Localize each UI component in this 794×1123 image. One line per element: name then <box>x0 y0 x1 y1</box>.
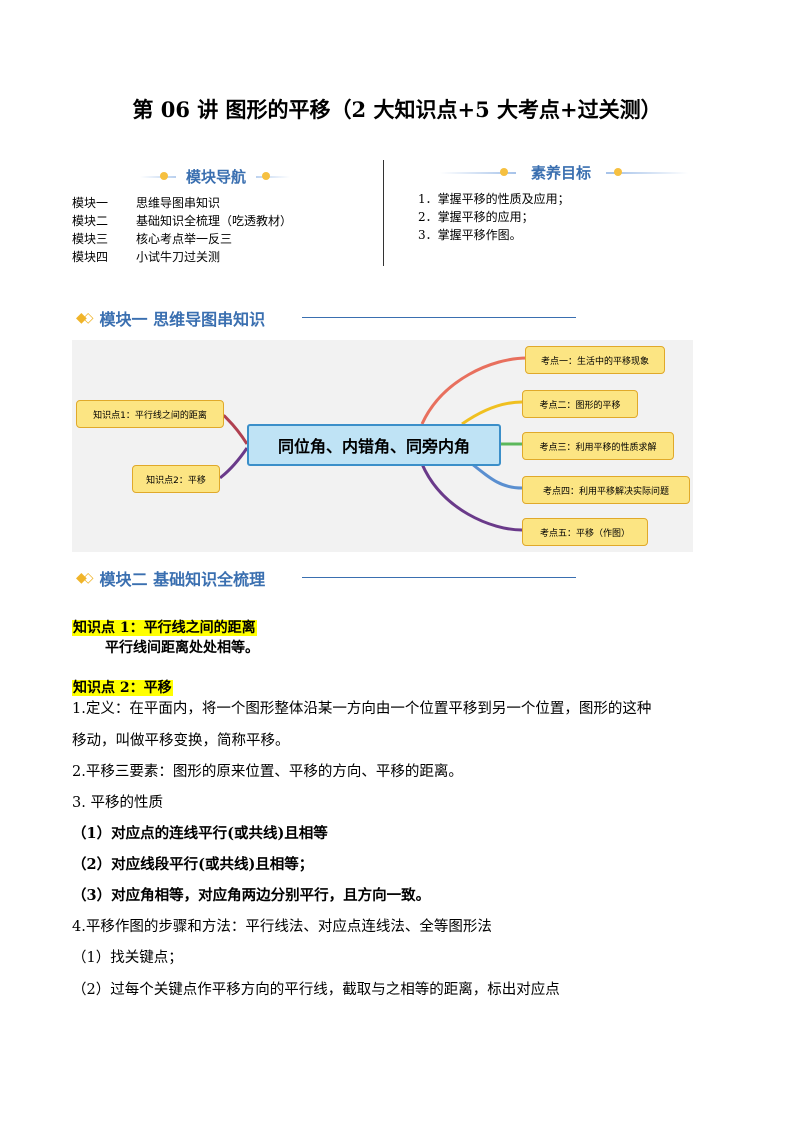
branch-right-2 <box>461 400 523 426</box>
branch-right-1 <box>420 356 528 425</box>
nav-heading-dot-right <box>262 172 270 180</box>
mind-map-center: 同位角、内错角、同旁内角 <box>247 424 501 466</box>
goal-heading: 素养目标 <box>516 162 606 183</box>
knowledge-point-2: 知识点 2：平移 <box>72 677 173 697</box>
nav-item: 模块四 小试牛刀过关测 <box>72 248 292 266</box>
nav-heading-dot-left <box>160 172 168 180</box>
nav-item: 模块二 基础知识全梳理（吃透教材） <box>72 212 292 230</box>
paragraph-line: （1）对应点的连线平行(或共线)且相等 <box>72 825 328 842</box>
paragraph-line: （2）过每个关键点作平移方向的平行线，截取与之相等的距离，标出对应点 <box>72 982 560 998</box>
column-divider <box>383 160 384 266</box>
branch-right-4 <box>471 462 523 490</box>
mind-map-node: 知识点1：平行线之间的距离 <box>76 400 224 428</box>
nav-item-label: 思维导图串知识 <box>136 196 221 210</box>
branch-left-1 <box>222 412 249 445</box>
mind-map-node: 考点二：图形的平移 <box>522 390 638 418</box>
section-rule <box>302 317 576 318</box>
mind-map-node: 考点四：利用平移解决实际问题 <box>522 476 690 504</box>
branch-left-2 <box>218 447 249 480</box>
section-title: 模块二 基础知识全梳理 <box>99 570 266 589</box>
mind-map: 同位角、内错角、同旁内角 知识点1：平行线之间的距离 知识点2：平移 考点一：生… <box>72 340 693 552</box>
knowledge-point-title: 知识点 1：平行线之间的距离 <box>72 620 257 636</box>
section-rule <box>302 577 576 578</box>
section-heading: ◆◇ 模块二 基础知识全梳理 <box>76 566 265 590</box>
paragraph-line: 3. 平移的性质 <box>72 795 163 811</box>
paragraph-line: （2）对应线段平行(或共线)且相等； <box>72 856 314 873</box>
paragraph-line: 移动，叫做平移变换，简称平移。 <box>72 733 290 749</box>
nav-item: 模块一 思维导图串知识 <box>72 194 292 212</box>
diamond-icon: ◆◇ <box>76 570 93 586</box>
nav-item-label: 基础知识全梳理（吃透教材） <box>136 214 293 228</box>
goal-item: 1．掌握平移的性质及应用； <box>418 192 570 206</box>
goal-heading-dot-right <box>614 168 622 176</box>
knowledge-point-text: 平行线间距离处处相等。 <box>105 640 259 656</box>
mind-map-node: 考点三：利用平移的性质求解 <box>522 432 674 460</box>
branch-right-5 <box>420 463 523 532</box>
goal-item: 2．掌握平移的应用； <box>418 210 534 224</box>
paragraph-line: （3）对应角相等，对应角两边分别平行，且方向一致。 <box>72 887 431 904</box>
page-title: 第 06 讲 图形的平移（2 大知识点+5 大考点+过关测） <box>132 97 662 122</box>
nav-list: 模块一思维导图串知识 模块二基础知识全梳理（吃透教材） 模块三核心考点举一反三 … <box>72 194 292 266</box>
goal-heading-dot-left <box>500 168 508 176</box>
goal-item: 3．掌握平移作图。 <box>418 228 522 242</box>
paragraph-line: 2.平移三要素：图形的原来位置、平移的方向、平移的距离。 <box>72 764 463 780</box>
goal-list: 1．掌握平移的性质及应用； 2．掌握平移的应用； 3．掌握平移作图。 <box>418 190 570 244</box>
nav-item-key: 模块二 <box>72 214 109 228</box>
nav-item-key: 模块三 <box>72 232 109 246</box>
nav-item-key: 模块一 <box>72 196 109 210</box>
nav-item-key: 模块四 <box>72 250 109 264</box>
knowledge-point-title: 知识点 2：平移 <box>72 680 173 696</box>
mind-map-branches <box>218 356 528 532</box>
section-heading: ◆◇ 模块一 思维导图串知识 <box>76 306 265 330</box>
nav-item-label: 小试牛刀过关测 <box>136 250 221 264</box>
paragraph-line: （1）找关键点； <box>72 950 183 966</box>
diamond-icon: ◆◇ <box>76 310 93 326</box>
mind-map-node: 知识点2：平移 <box>132 465 220 493</box>
paragraph-line: 4.平移作图的步骤和方法：平行线法、对应点连线法、全等图形法 <box>72 919 492 935</box>
nav-item: 模块三 核心考点举一反三 <box>72 230 292 248</box>
paragraph-line: 1.定义：在平面内，将一个图形整体沿某一方向由一个位置平移到另一个位置，图形的这… <box>72 701 652 717</box>
section-title: 模块一 思维导图串知识 <box>99 310 266 329</box>
nav-heading: 模块导航 <box>176 166 256 187</box>
mind-map-node: 考点五：平移（作图） <box>522 518 648 546</box>
knowledge-point-1: 知识点 1：平行线之间的距离 <box>72 617 257 637</box>
nav-item-label: 核心考点举一反三 <box>136 232 233 246</box>
mind-map-node: 考点一：生活中的平移现象 <box>525 346 665 374</box>
